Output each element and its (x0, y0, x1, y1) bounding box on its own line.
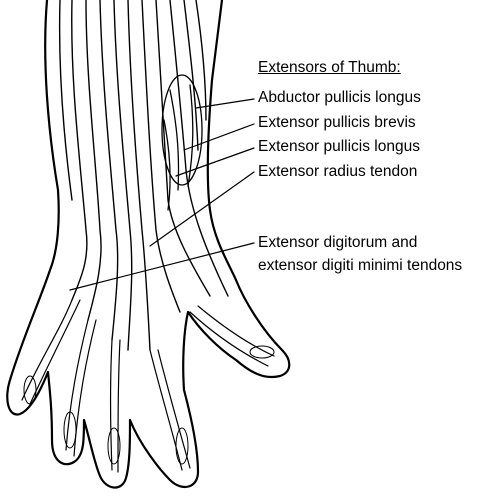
leader-abductor (196, 99, 254, 108)
leader-longus (176, 148, 254, 176)
leader-radius (150, 172, 254, 246)
thumb-extensors-heading: Extensors of Thumb: (257, 59, 402, 77)
leader-brevis (184, 124, 254, 150)
label-abductor-pollicis-longus: Abductor pullicis longus (257, 89, 422, 107)
label-extensor-radius-tendon: Extensor radius tendon (257, 163, 419, 181)
label-extensor-digitorum-line2: extensor digiti minimi tendons (257, 257, 464, 275)
leader-lines (70, 99, 254, 290)
label-extensor-digitorum-line1: Extensor digitorum and (257, 234, 419, 252)
label-extensor-pollicis-longus: Extensor pullicis longus (257, 138, 421, 156)
hand-outline (7, 0, 289, 488)
label-extensor-pollicis-brevis: Extensor pullicis brevis (257, 114, 417, 132)
finger-tendons (22, 300, 274, 472)
forearm-tendons (60, 0, 228, 350)
finger-joints (24, 346, 274, 464)
thumb-muscles (162, 75, 202, 210)
leader-digitorum (70, 243, 254, 290)
